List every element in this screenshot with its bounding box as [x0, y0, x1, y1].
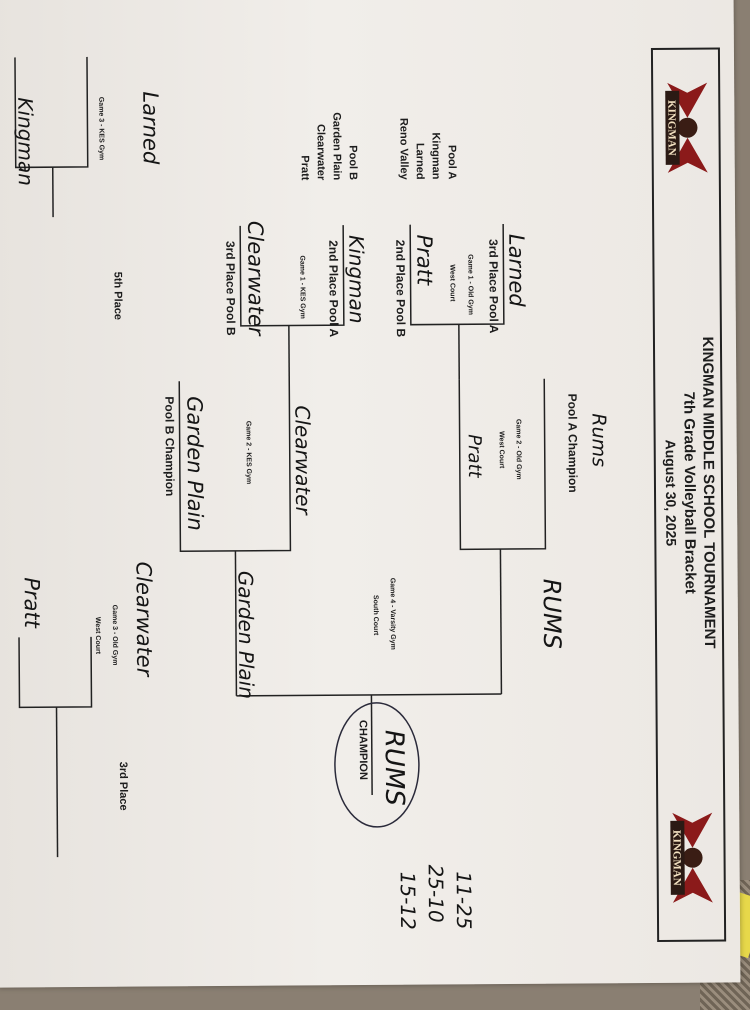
- hw-garden-plain-final: Garden Plain: [234, 571, 259, 699]
- hw-larned-fifth: Larned: [138, 91, 163, 164]
- slot-third-pool-a: 3rd Place Pool A: [486, 239, 501, 333]
- hw-clearwater-semi: Clearwater: [290, 405, 315, 514]
- game-3-kes-gym: Game 3 - KES Gym: [97, 97, 104, 160]
- hw-rums-pool-a: Rums: [587, 413, 609, 467]
- slot-champion: CHAMPION: [357, 720, 369, 780]
- game-1-kes-gym: Game 1 - KES Gym: [298, 255, 305, 318]
- slot-pool-b-champion: Pool B Champion: [162, 396, 177, 496]
- hw-clearwater-third: Clearwater: [131, 561, 156, 676]
- hw-rums-semi: RUMS: [538, 579, 566, 649]
- slot-fifth-place: 5th Place: [111, 272, 123, 320]
- hw-clearwater-round1: Clearwater: [243, 221, 268, 336]
- hw-pratt-semi: Pratt: [464, 434, 485, 478]
- game-2-kes-gym: Game 2 - KES Gym: [245, 421, 252, 484]
- hw-larned-round1: Larned: [504, 234, 529, 307]
- slot-second-pool-b: 2nd Place Pool B: [393, 240, 408, 337]
- game-2-old-gym: Game 2 - Old Gym: [515, 419, 522, 480]
- hw-pratt-third: Pratt: [20, 577, 44, 628]
- game-1-court: West Court: [448, 264, 455, 301]
- hw-kingman-round1: Kingman: [344, 235, 369, 324]
- hw-score-set-2: 25-10: [424, 864, 448, 922]
- game-4-court: South Court: [372, 595, 379, 635]
- slot-third-place: 3rd Place: [117, 762, 129, 811]
- game-3-old-gym: Game 3 - Old Gym: [111, 605, 118, 666]
- hw-garden-plain-pool-b: Garden Plain: [182, 396, 207, 531]
- slot-pool-a-champion: Pool A Champion: [565, 394, 580, 493]
- hw-score-set-3: 15-12: [396, 872, 420, 930]
- slot-third-pool-b: 3rd Place Pool B: [223, 241, 238, 336]
- hw-rums-champion: RUMS: [379, 730, 410, 806]
- game-3-court: West Court: [94, 617, 101, 654]
- hw-kingman-fifth: Kingman: [13, 97, 38, 186]
- game-4-varsity-gym: Game 4 - Varsity Gym: [389, 578, 397, 650]
- slot-second-pool-a: 2nd Place Pool A: [326, 240, 341, 337]
- hw-pratt-round1: Pratt: [412, 235, 436, 286]
- hw-score-set-1: 11-25: [452, 871, 476, 929]
- game-1-old-gym: Game 1 - Old Gym: [466, 254, 473, 315]
- game-2-court: West Court: [498, 431, 505, 468]
- bracket-paper: KINGMAN MIDDLE SCHOOL TOURNAMENT 7th Gra…: [0, 0, 740, 988]
